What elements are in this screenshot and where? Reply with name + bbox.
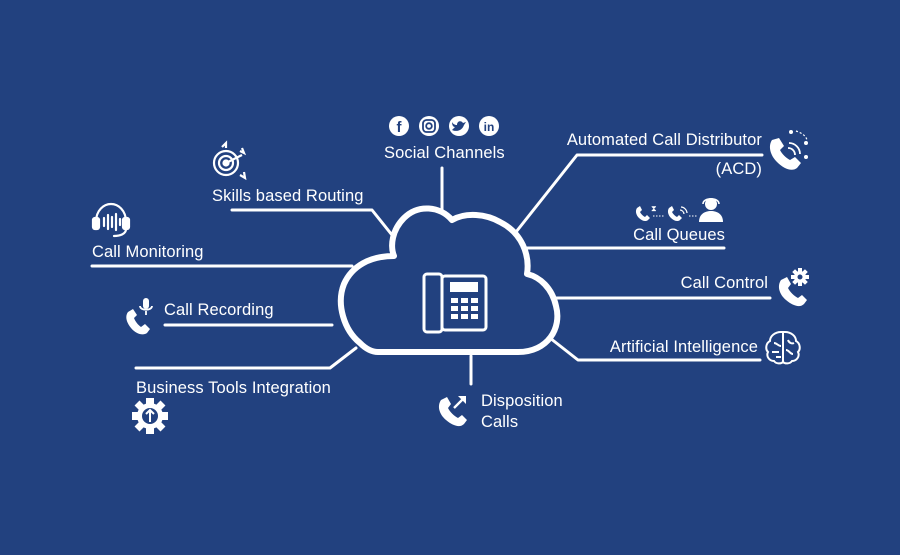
queue-agent-icon: ⧗	[635, 197, 723, 222]
target-routing-icon	[212, 140, 247, 181]
connectors	[90, 153, 772, 386]
desk-phone-icon	[422, 272, 488, 334]
phone-outgoing-icon	[438, 396, 467, 427]
disposition-label-line1: Disposition	[481, 392, 563, 410]
svg-text:⧗: ⧗	[651, 204, 657, 213]
svg-text:in: in	[484, 120, 495, 134]
call-control-label: Call Control	[680, 274, 768, 292]
instagram-icon	[419, 116, 439, 136]
acd-label-line1: Automated Call Distributor	[566, 131, 762, 149]
brain-icon	[765, 331, 801, 365]
connector-acd	[514, 153, 764, 234]
facebook-icon: f	[389, 116, 409, 136]
social-channels-label: Social Channels	[384, 144, 505, 162]
social-icons: f in	[389, 116, 499, 136]
call-recording-label: Call Recording	[164, 301, 274, 319]
connector-skills-routing	[230, 208, 398, 242]
disposition-label-line2: Calls	[481, 413, 519, 431]
linkedin-icon: in	[479, 116, 499, 136]
acd-label-line2: (ACD)	[715, 160, 762, 178]
gear-upload-icon	[132, 398, 168, 434]
phone-gear-icon	[778, 268, 809, 307]
connector-ai	[548, 336, 762, 362]
svg-text:f: f	[397, 119, 403, 136]
connector-business-tools	[134, 346, 358, 370]
ai-label: Artificial Intelligence	[609, 338, 758, 356]
headset-icon	[91, 202, 131, 238]
twitter-icon	[449, 116, 469, 136]
cloud-shape	[337, 205, 561, 355]
skills-routing-label: Skills based Routing	[212, 187, 364, 205]
phone-microphone-icon	[126, 298, 153, 335]
call-monitoring-label: Call Monitoring	[92, 243, 204, 261]
phone-distribution-icon	[769, 130, 808, 170]
call-queues-label: Call Queues	[633, 226, 725, 244]
business-tools-label: Business Tools Integration	[136, 379, 331, 397]
